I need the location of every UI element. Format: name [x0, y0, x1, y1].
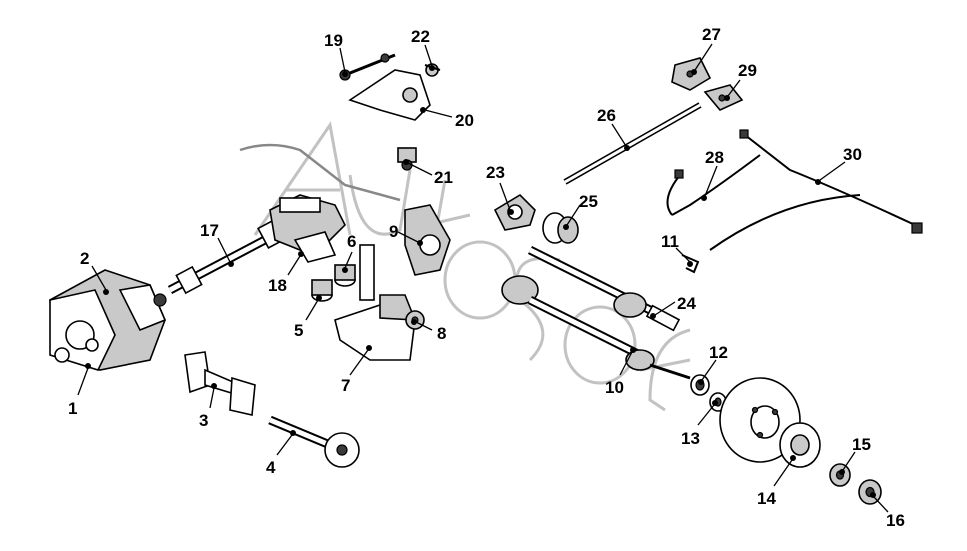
callout-7: 7: [341, 376, 350, 395]
callout-17: 17: [200, 221, 219, 240]
callout-1: 1: [68, 399, 77, 418]
part-seal-12: [690, 374, 710, 396]
callout-29: 29: [738, 61, 757, 80]
part-stabilizer-bar: [239, 143, 401, 202]
callout-4: 4: [266, 458, 276, 477]
callout-6: 6: [347, 232, 356, 251]
part-cable-30: [709, 129, 923, 251]
callout-28: 28: [705, 148, 724, 167]
part-washer-15: [829, 463, 851, 487]
callout-24: 24: [677, 294, 696, 313]
part-cable-28: [666, 154, 761, 216]
leader-lines: [77, 43, 889, 513]
callout-11: 11: [661, 232, 679, 251]
part-upper-arm: [348, 69, 431, 121]
callout-15: 15: [852, 435, 871, 454]
callout-27: 27: [702, 25, 721, 44]
callout-22: 22: [411, 27, 430, 46]
part-axle-shaft: [268, 415, 360, 468]
part-axle-tube: [184, 351, 256, 416]
callout-12: 12: [709, 343, 728, 362]
callout-20: 20: [455, 111, 474, 130]
part-rod-26: [563, 102, 702, 185]
callout-5: 5: [294, 321, 303, 340]
callout-26: 26: [597, 106, 616, 125]
part-steering-knuckle: [404, 204, 451, 276]
part-ball-joint-21: [397, 147, 417, 171]
callout-25: 25: [579, 192, 598, 211]
callout-23: 23: [486, 163, 505, 182]
part-propeller-shaft: [167, 217, 289, 295]
callout-3: 3: [199, 411, 208, 430]
callout-2: 2: [80, 249, 89, 268]
part-nut-16: [858, 479, 882, 505]
part-drive-shaft-24: [527, 245, 681, 332]
callout-13: 13: [681, 429, 700, 448]
callout-30: 30: [843, 145, 862, 164]
callout-9: 9: [389, 222, 398, 241]
callout-16: 16: [886, 511, 905, 530]
part-clip-11: [681, 254, 700, 274]
part-differential-assembly: [49, 269, 167, 371]
callout-18: 18: [268, 276, 287, 295]
part-bracket-27: [671, 57, 712, 91]
callout-19: 19: [324, 31, 343, 50]
part-bracket-29: [703, 84, 744, 111]
part-drive-flange: [269, 194, 346, 263]
callout-8: 8: [437, 324, 446, 343]
callout-14: 14: [757, 489, 776, 508]
callout-labels: 1 2 3 4 5 6 7 8 9 10 11 12 13 14 15 16 1…: [68, 25, 905, 530]
part-bush-25: [542, 212, 579, 244]
callout-21: 21: [434, 168, 453, 187]
part-inner-shaft-10: [501, 275, 691, 380]
callout-10: 10: [605, 378, 624, 397]
part-wheel-hub: [779, 422, 821, 468]
part-bush-5: [311, 279, 333, 302]
part-bracket-23: [493, 193, 536, 231]
